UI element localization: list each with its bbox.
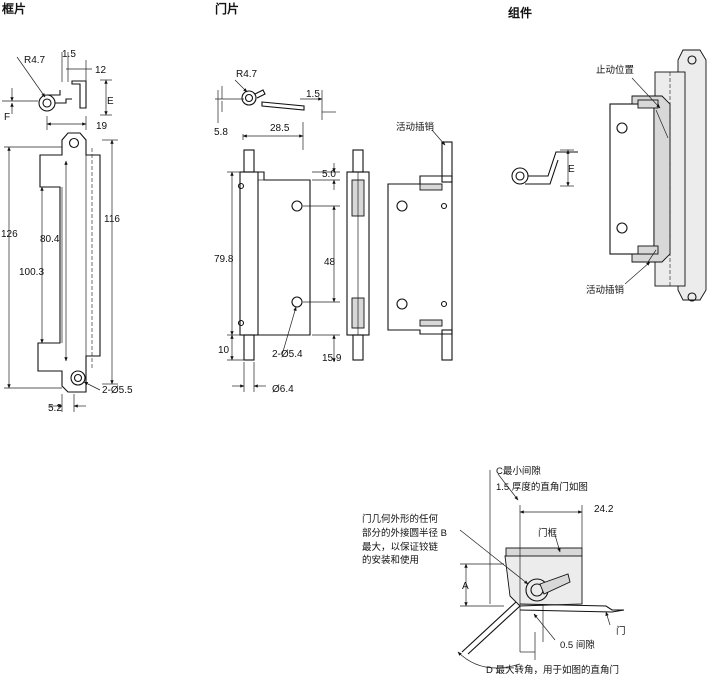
door-holes-label: 2-Ø5.4 [272,349,303,360]
detail-note-line4: 的安装和使用 [362,554,419,566]
detail-c-line1: C最小间隙 [496,465,541,477]
door-h10-label: 10 [218,345,230,356]
door-leaf-view: R4.7 1.5 5.8 28.5 [214,69,453,395]
frame-front-view [4,132,118,412]
detail-w242-label: 24.2 [594,504,614,515]
door-d50-label: 5.0 [322,169,336,180]
door-r-label: R4.7 [236,69,258,80]
assembly-view [511,49,707,302]
detail-a-label: A [462,581,469,592]
frame-t-label: 1.5 [62,49,76,60]
frame-w52-label: 5.2 [48,403,62,414]
detail-note-line3: 最大，以保证铰链 [362,541,439,553]
door-h798-label: 79.8 [214,254,234,265]
frame-w12-label: 12 [95,65,107,76]
detail-view [457,470,625,669]
assembly-stop-label: 止动位置 [596,64,634,76]
assembly-title: 组件 [508,5,532,20]
door-h58-label: 5.8 [214,127,228,138]
door-h48-label: 48 [324,257,336,268]
door-w285-label: 28.5 [270,123,290,134]
door-h159-label: 15.9 [322,353,342,364]
door-assembled-view [387,129,453,361]
detail-d-note: D 最大转角，用于如图的直角门 [486,664,619,676]
frame-w19-label: 19 [96,121,108,132]
assembly-e-label: E [568,164,575,175]
door-pin-note: 活动插销 [396,121,435,133]
frame-h100-label: 100.3 [19,267,44,278]
frame-h126-label: 126 [1,229,18,240]
frame-h116-label: 116 [104,214,120,225]
detail-note-line1: 门几何外形的任何 [362,513,439,525]
door-side-view [346,149,370,361]
frame-title: 框片 [2,1,26,16]
door-front-view [227,149,340,392]
detail-door-label: 门 [616,625,626,637]
door-t-label: 1.5 [306,89,320,100]
door-profile [215,79,336,150]
door-pin-label: Ø6.4 [272,384,294,395]
frame-r-label: R4.7 [24,55,46,66]
detail-c-line2: 1.5 厚度的直角门如图 [496,481,588,493]
frame-e-label: E [107,96,114,107]
door-title: 门片 [215,1,239,16]
assembly-pin-bottom-label: 活动插销 [586,284,625,296]
frame-h80-label: 80.4 [40,234,60,245]
frame-leaf-view: R4.7 1.5 12 E F 19 [1,49,133,414]
detail-note-line2: 部分的外接圆半径 B [362,527,447,539]
detail-frame-label: 门框 [538,527,558,539]
frame-f-label: F [4,112,10,123]
frame-holes-label: 2-Ø5.5 [102,385,133,396]
detail-gap-label: 0.5 间隙 [560,639,595,651]
frame-profile [2,52,112,130]
